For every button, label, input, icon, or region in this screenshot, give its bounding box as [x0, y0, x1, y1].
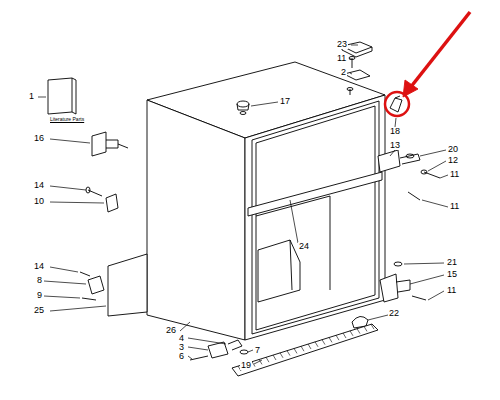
callout-number: 11: [446, 286, 457, 295]
callout-number: 2: [340, 68, 347, 77]
callout-number: 19: [240, 361, 252, 370]
callout-number: 12: [447, 156, 459, 165]
callout-number: 26: [165, 326, 177, 335]
callout-number: 11: [336, 54, 347, 63]
callout-number: 13: [389, 141, 401, 150]
callout-number: 6: [178, 352, 185, 361]
callout-number: 23: [336, 40, 348, 49]
callout-number: 15: [446, 270, 458, 279]
callout-number: 25: [33, 306, 45, 315]
callout-number: 22: [388, 309, 400, 318]
callout-number: 17: [279, 97, 291, 106]
booklet-title: Literature Parts: [49, 116, 85, 122]
callout-number: 10: [33, 197, 45, 206]
callout-number: 18: [389, 127, 401, 136]
callout-number: 24: [298, 242, 310, 251]
callout-number: 9: [36, 291, 43, 300]
callout-number: 1: [28, 92, 35, 101]
callout-number: 8: [36, 276, 43, 285]
callout-number: 14: [33, 262, 45, 271]
callout-number: 20: [447, 145, 459, 154]
callout-number: 16: [33, 134, 45, 143]
callout-number: 14: [33, 181, 45, 190]
callout-number: 11: [449, 202, 460, 211]
callout-number: 4: [178, 334, 185, 343]
callout-number: 7: [254, 346, 261, 355]
callout-number: 11: [449, 170, 460, 179]
callout-number: 3: [178, 343, 185, 352]
callout-number: 21: [446, 258, 458, 267]
